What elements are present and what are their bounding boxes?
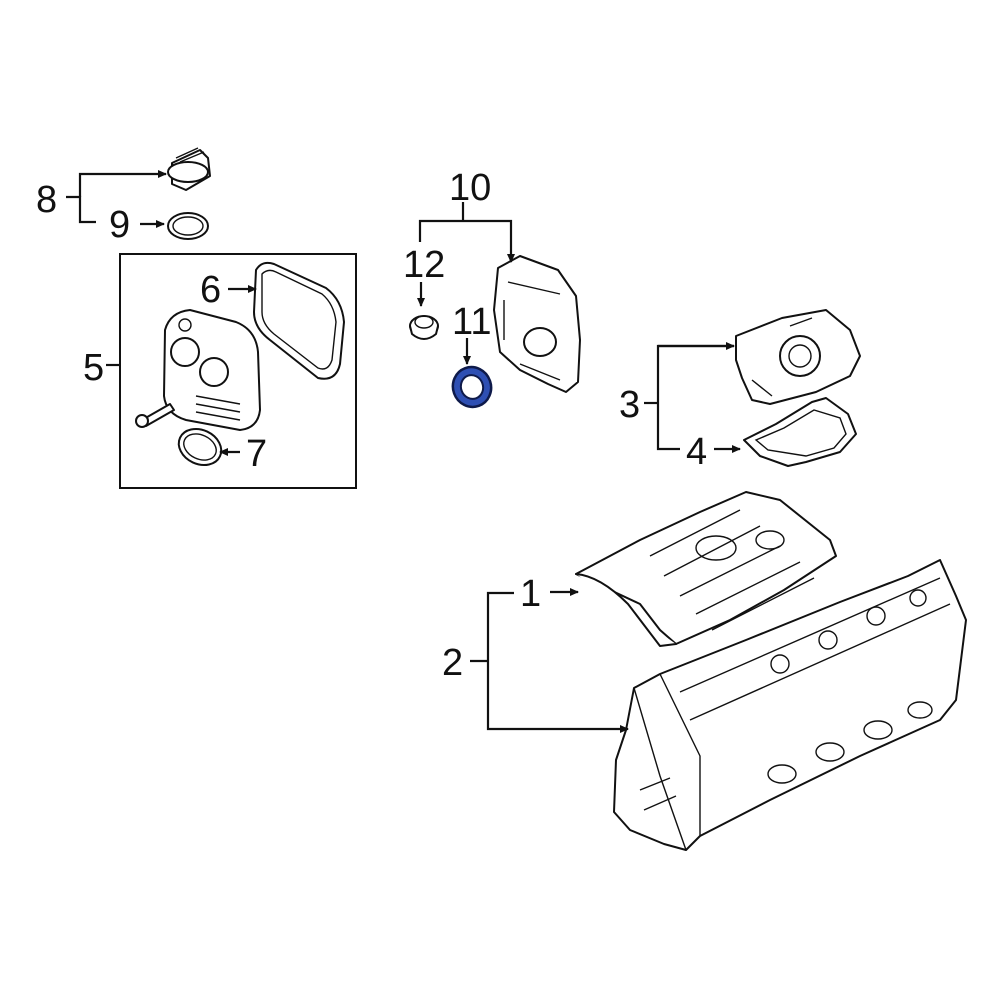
callout-5: 5 <box>83 347 104 389</box>
callout-9: 9 <box>109 204 130 246</box>
leader-2 <box>470 591 629 733</box>
timing-cover-group-box <box>119 253 357 489</box>
oil-filler-cap[interactable] <box>167 147 211 191</box>
plug[interactable] <box>409 315 439 340</box>
timing-cover-gasket[interactable] <box>253 261 345 380</box>
leader-10 <box>418 202 515 263</box>
callout-1: 1 <box>520 573 541 615</box>
callout-7: 7 <box>246 433 267 475</box>
pump-housing[interactable] <box>735 309 861 405</box>
front-engine-cover[interactable] <box>493 255 581 393</box>
cover-o-ring[interactable] <box>173 422 227 471</box>
cylinder-head[interactable] <box>613 559 967 851</box>
callout-8: 8 <box>36 179 57 221</box>
callout-11: 11 <box>452 301 491 343</box>
timing-cover[interactable] <box>163 309 261 431</box>
leader-8 <box>66 170 167 224</box>
leader-3 <box>644 342 735 451</box>
cover-bolt[interactable] <box>135 403 175 428</box>
callout-10: 10 <box>449 167 491 209</box>
callout-6: 6 <box>200 269 221 311</box>
callout-2: 2 <box>442 642 463 684</box>
pump-gasket[interactable] <box>743 397 857 467</box>
crankshaft-seal[interactable] <box>447 362 496 413</box>
callout-12: 12 <box>403 244 445 286</box>
callout-4: 4 <box>686 431 707 473</box>
filler-cap-o-ring[interactable] <box>167 212 209 240</box>
callout-3: 3 <box>619 384 640 426</box>
valve-cover[interactable] <box>575 491 837 647</box>
